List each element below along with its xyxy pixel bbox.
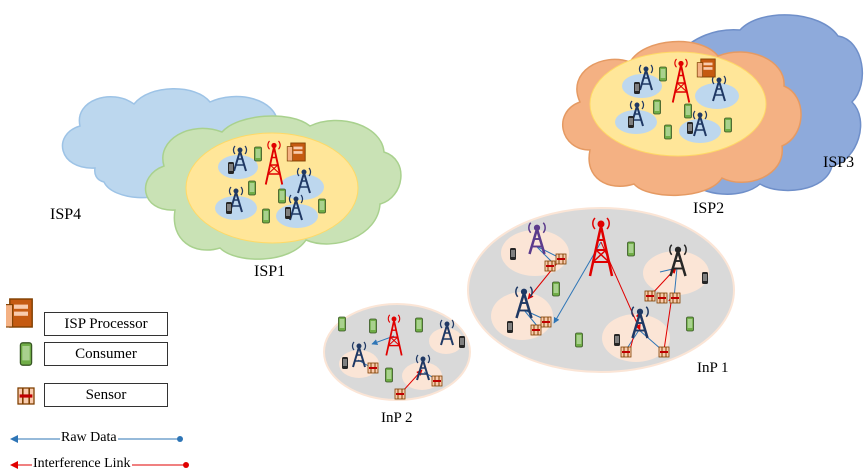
isp3-label: ISP3 (823, 154, 854, 171)
isp2-core-ellipse (589, 51, 767, 157)
legend-sensor: Sensor (44, 383, 168, 407)
inp2-label: InP 2 (381, 410, 413, 426)
isp1-cells (215, 155, 324, 228)
inp1-label: InP 1 (697, 360, 729, 376)
legend-interference-link: Interference Link (32, 456, 132, 472)
consumer-icon (19, 341, 33, 367)
isp4-label: ISP4 (50, 206, 81, 223)
legend-isp-processor: ISP Processor (44, 312, 168, 336)
isp-processor-icon (6, 298, 33, 328)
isp1-core-ellipse (185, 132, 359, 244)
isp2-label: ISP2 (693, 200, 724, 217)
isp1-label: ISP1 (254, 263, 285, 280)
legend-consumer: Consumer (44, 342, 168, 366)
legend-raw-data: Raw Data (60, 430, 118, 446)
sensor-icon (17, 387, 35, 405)
